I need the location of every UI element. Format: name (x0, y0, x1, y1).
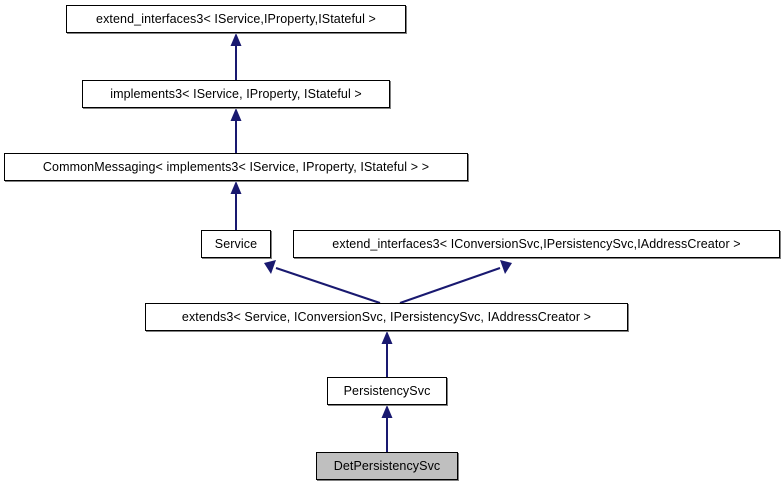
node-commonmessaging[interactable]: CommonMessaging< implements3< IService, … (4, 153, 468, 181)
node-extends3[interactable]: extends3< Service, IConversionSvc, IPers… (145, 303, 628, 331)
edge-persistencysvc-to-extends3 (381, 331, 393, 377)
node-label: extend_interfaces3< IService,IProperty,I… (96, 11, 376, 26)
node-label: Service (214, 236, 258, 251)
node-extend-interfaces3-conversion[interactable]: extend_interfaces3< IConversionSvc,IPers… (293, 230, 780, 258)
edge-service-to-commonmessaging (230, 181, 242, 230)
edge-extends3-to-extend-interfaces3-conversion (399, 260, 512, 304)
node-label: extend_interfaces3< IConversionSvc,IPers… (332, 236, 741, 251)
node-detpersistencysvc[interactable]: DetPersistencySvc (316, 452, 458, 480)
edge-extends3-to-service (264, 260, 381, 304)
edge-implements3-to-extend-interfaces3-service (230, 33, 242, 80)
node-label: extends3< Service, IConversionSvc, IPers… (181, 309, 592, 324)
node-extend-interfaces3-service[interactable]: extend_interfaces3< IService,IProperty,I… (66, 5, 406, 33)
edge-detpersistencysvc-to-persistencysvc (381, 405, 393, 452)
edge-commonmessaging-to-implements3 (230, 108, 242, 153)
node-label: DetPersistencySvc (333, 458, 441, 473)
node-label: implements3< IService, IProperty, IState… (110, 86, 362, 101)
node-persistencysvc[interactable]: PersistencySvc (327, 377, 447, 405)
node-label: CommonMessaging< implements3< IService, … (42, 159, 430, 174)
node-service[interactable]: Service (201, 230, 271, 258)
node-label: PersistencySvc (343, 383, 431, 398)
node-implements3-service[interactable]: implements3< IService, IProperty, IState… (82, 80, 390, 108)
